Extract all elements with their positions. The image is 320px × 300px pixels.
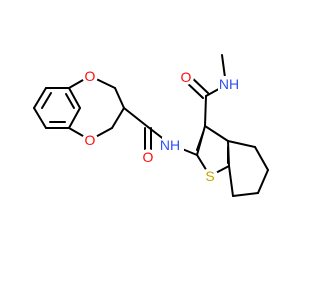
- bond: [33, 87, 47, 109]
- bond: [257, 169, 269, 194]
- atom-labels: O O O NH S O NH: [82, 68, 240, 184]
- bond: [227, 140, 256, 148]
- bond: [68, 107, 81, 129]
- bond: [33, 107, 47, 129]
- bond: [204, 125, 229, 142]
- atom-nh-amide1: NH: [160, 137, 180, 153]
- atom-nh-amide2: NH: [219, 76, 239, 92]
- atom-o1: O: [85, 68, 96, 84]
- molecule-structure: O O O NH S O NH: [33, 54, 269, 197]
- atom-o-amide1: O: [143, 149, 154, 165]
- bond: [232, 192, 259, 197]
- bond: [204, 95, 207, 127]
- bond-inner: [65, 93, 75, 109]
- bond: [228, 165, 234, 197]
- bond: [114, 87, 125, 109]
- atom-o2: O: [85, 132, 96, 148]
- bond-inner: [41, 92, 52, 109]
- bond: [254, 146, 269, 171]
- bond: [123, 107, 149, 128]
- bond: [68, 87, 81, 109]
- bond-inner: [196, 132, 204, 151]
- bond: [111, 107, 125, 129]
- atom-o-amide2: O: [181, 69, 192, 85]
- atom-s: S: [205, 168, 214, 184]
